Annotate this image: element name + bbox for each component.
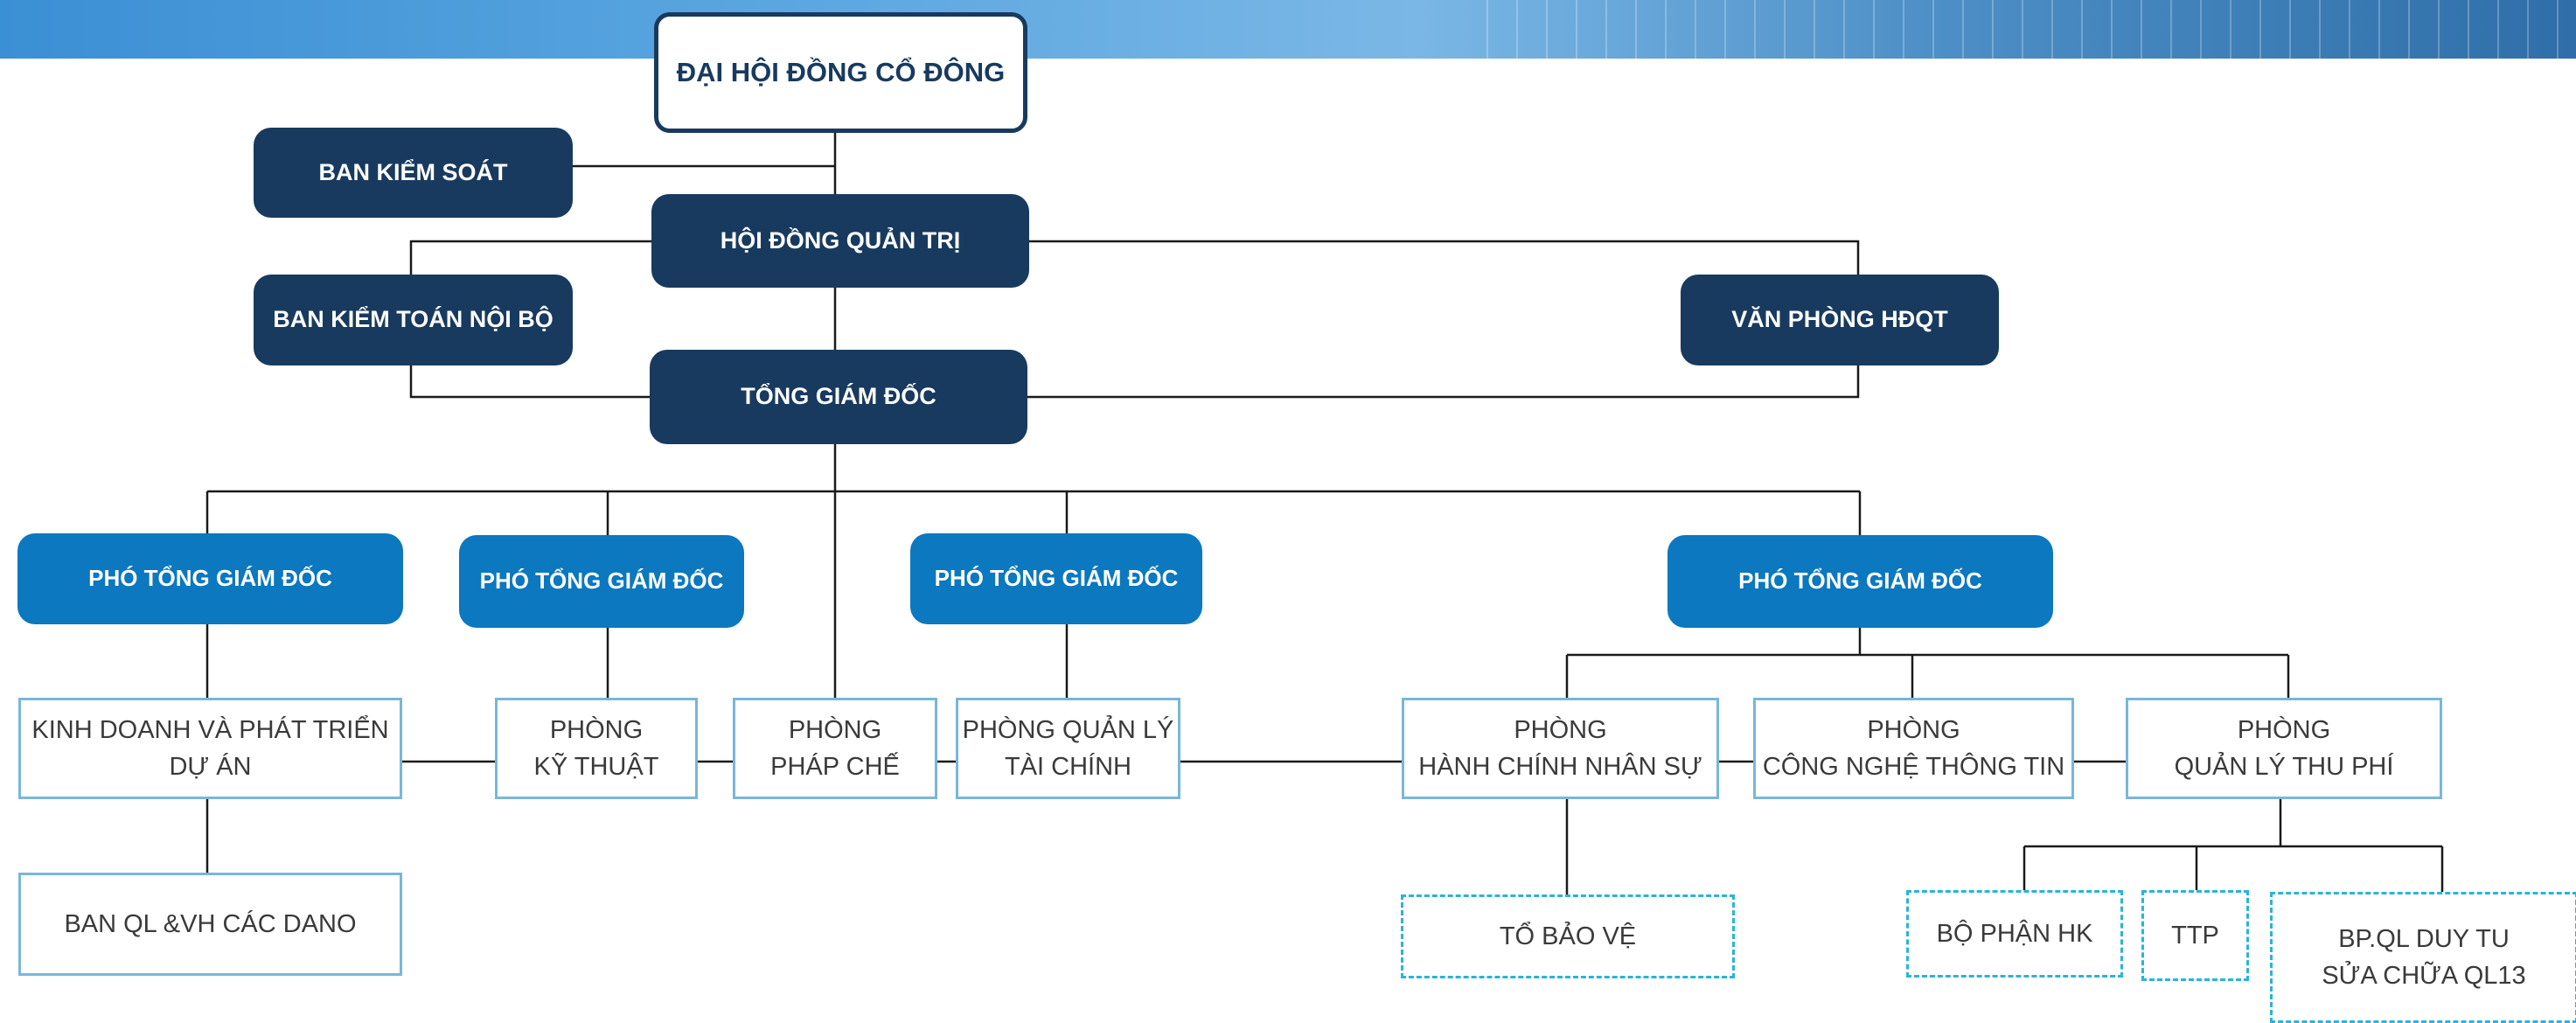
node-pho-tong-giam-doc-2: PHÓ TỔNG GIÁM ĐỐC — [459, 535, 744, 628]
node-ban-ql-vh-cac-dano: BAN QL &VH CÁC DANO — [18, 873, 402, 976]
node-label: BAN KIỂM SOÁT — [318, 158, 508, 185]
node-pho-tong-giam-doc-1: PHÓ TỔNG GIÁM ĐỐC — [17, 533, 403, 624]
node-pho-tong-giam-doc-4: PHÓ TỔNG GIÁM ĐỐC — [1667, 535, 2053, 628]
node-label: BAN KIỂM TOÁN NỘI BỘ — [273, 306, 553, 333]
node-label: KINH DOANH VÀ PHÁT TRIỂN DỰ ÁN — [31, 715, 389, 781]
node-label: PHÓ TỔNG GIÁM ĐỐC — [88, 565, 332, 592]
node-pho-tong-giam-doc-3: PHÓ TỔNG GIÁM ĐỐC — [910, 533, 1202, 624]
node-bo-phan-hk: BỘ PHẬN HK — [1906, 890, 2123, 978]
node-label: PHÓ TỔNG GIÁM ĐỐC — [1738, 567, 1982, 595]
header-banner — [0, 0, 2576, 59]
node-label: PHÒNG KỸ THUẬT — [533, 715, 659, 781]
node-label: PHÓ TỔNG GIÁM ĐỐC — [479, 567, 724, 595]
node-label: PHÒNG PHÁP CHẾ — [770, 715, 900, 781]
node-tong-giam-doc: TỔNG GIÁM ĐỐC — [650, 350, 1027, 444]
node-hoi-dong-quan-tri: HỘI ĐỒNG QUẢN TRỊ — [651, 194, 1029, 288]
node-bp-ql-duy-tu-sua-chua-ql13: BP.QL DUY TU SỬA CHỮA QL13 — [2270, 892, 2576, 1023]
node-phong-cong-nghe-thong-tin: PHÒNG CÔNG NGHỆ THÔNG TIN — [1753, 698, 2074, 799]
node-label: TTP — [2171, 921, 2219, 950]
node-to-bao-ve: TỔ BẢO VỆ — [1401, 894, 1735, 978]
node-van-phong-hdqt: VĂN PHÒNG HĐQT — [1681, 275, 1999, 365]
node-label: HỘI ĐỒNG QUẢN TRỊ — [720, 226, 961, 254]
node-kinh-doanh-phat-trien-du-an: KINH DOANH VÀ PHÁT TRIỂN DỰ ÁN — [18, 698, 402, 799]
node-label: PHÒNG QUẢN LÝ THU PHÍ — [2174, 715, 2394, 781]
node-label: TỔNG GIÁM ĐỐC — [741, 383, 936, 410]
banner-pattern — [1486, 0, 2576, 59]
node-label: PHÒNG CÔNG NGHỆ THÔNG TIN — [1762, 715, 2065, 781]
node-ban-kiem-soat: BAN KIỂM SOÁT — [254, 128, 573, 218]
node-label: PHÒNG QUẢN LÝ TÀI CHÍNH — [962, 715, 1174, 781]
node-label: PHÒNG HÀNH CHÍNH NHÂN SỰ — [1418, 715, 1702, 781]
node-label: VĂN PHÒNG HĐQT — [1731, 306, 1948, 333]
node-ttp: TTP — [2141, 890, 2249, 981]
node-label: BAN QL &VH CÁC DANO — [64, 909, 357, 938]
node-dai-hoi-dong-co-dong: ĐẠI HỘI ĐỒNG CỔ ĐÔNG — [654, 12, 1027, 133]
node-phong-quan-ly-tai-chinh: PHÒNG QUẢN LÝ TÀI CHÍNH — [956, 698, 1180, 799]
node-phong-phap-che: PHÒNG PHÁP CHẾ — [733, 698, 937, 799]
node-label: TỔ BẢO VỆ — [1499, 922, 1637, 950]
node-phong-hanh-chinh-nhan-su: PHÒNG HÀNH CHÍNH NHÂN SỰ — [1402, 698, 1719, 799]
node-phong-ky-thuat: PHÒNG KỸ THUẬT — [495, 698, 698, 799]
node-label: BỘ PHẬN HK — [1936, 919, 2093, 948]
node-label: ĐẠI HỘI ĐỒNG CỔ ĐÔNG — [676, 56, 1006, 87]
node-label: PHÓ TỔNG GIÁM ĐỐC — [934, 565, 1179, 592]
node-label: BP.QL DUY TU SỬA CHỮA QL13 — [2322, 924, 2526, 990]
node-phong-quan-ly-thu-phi: PHÒNG QUẢN LÝ THU PHÍ — [2126, 698, 2442, 799]
node-ban-kiem-toan-noi-bo: BAN KIỂM TOÁN NỘI BỘ — [254, 275, 573, 365]
